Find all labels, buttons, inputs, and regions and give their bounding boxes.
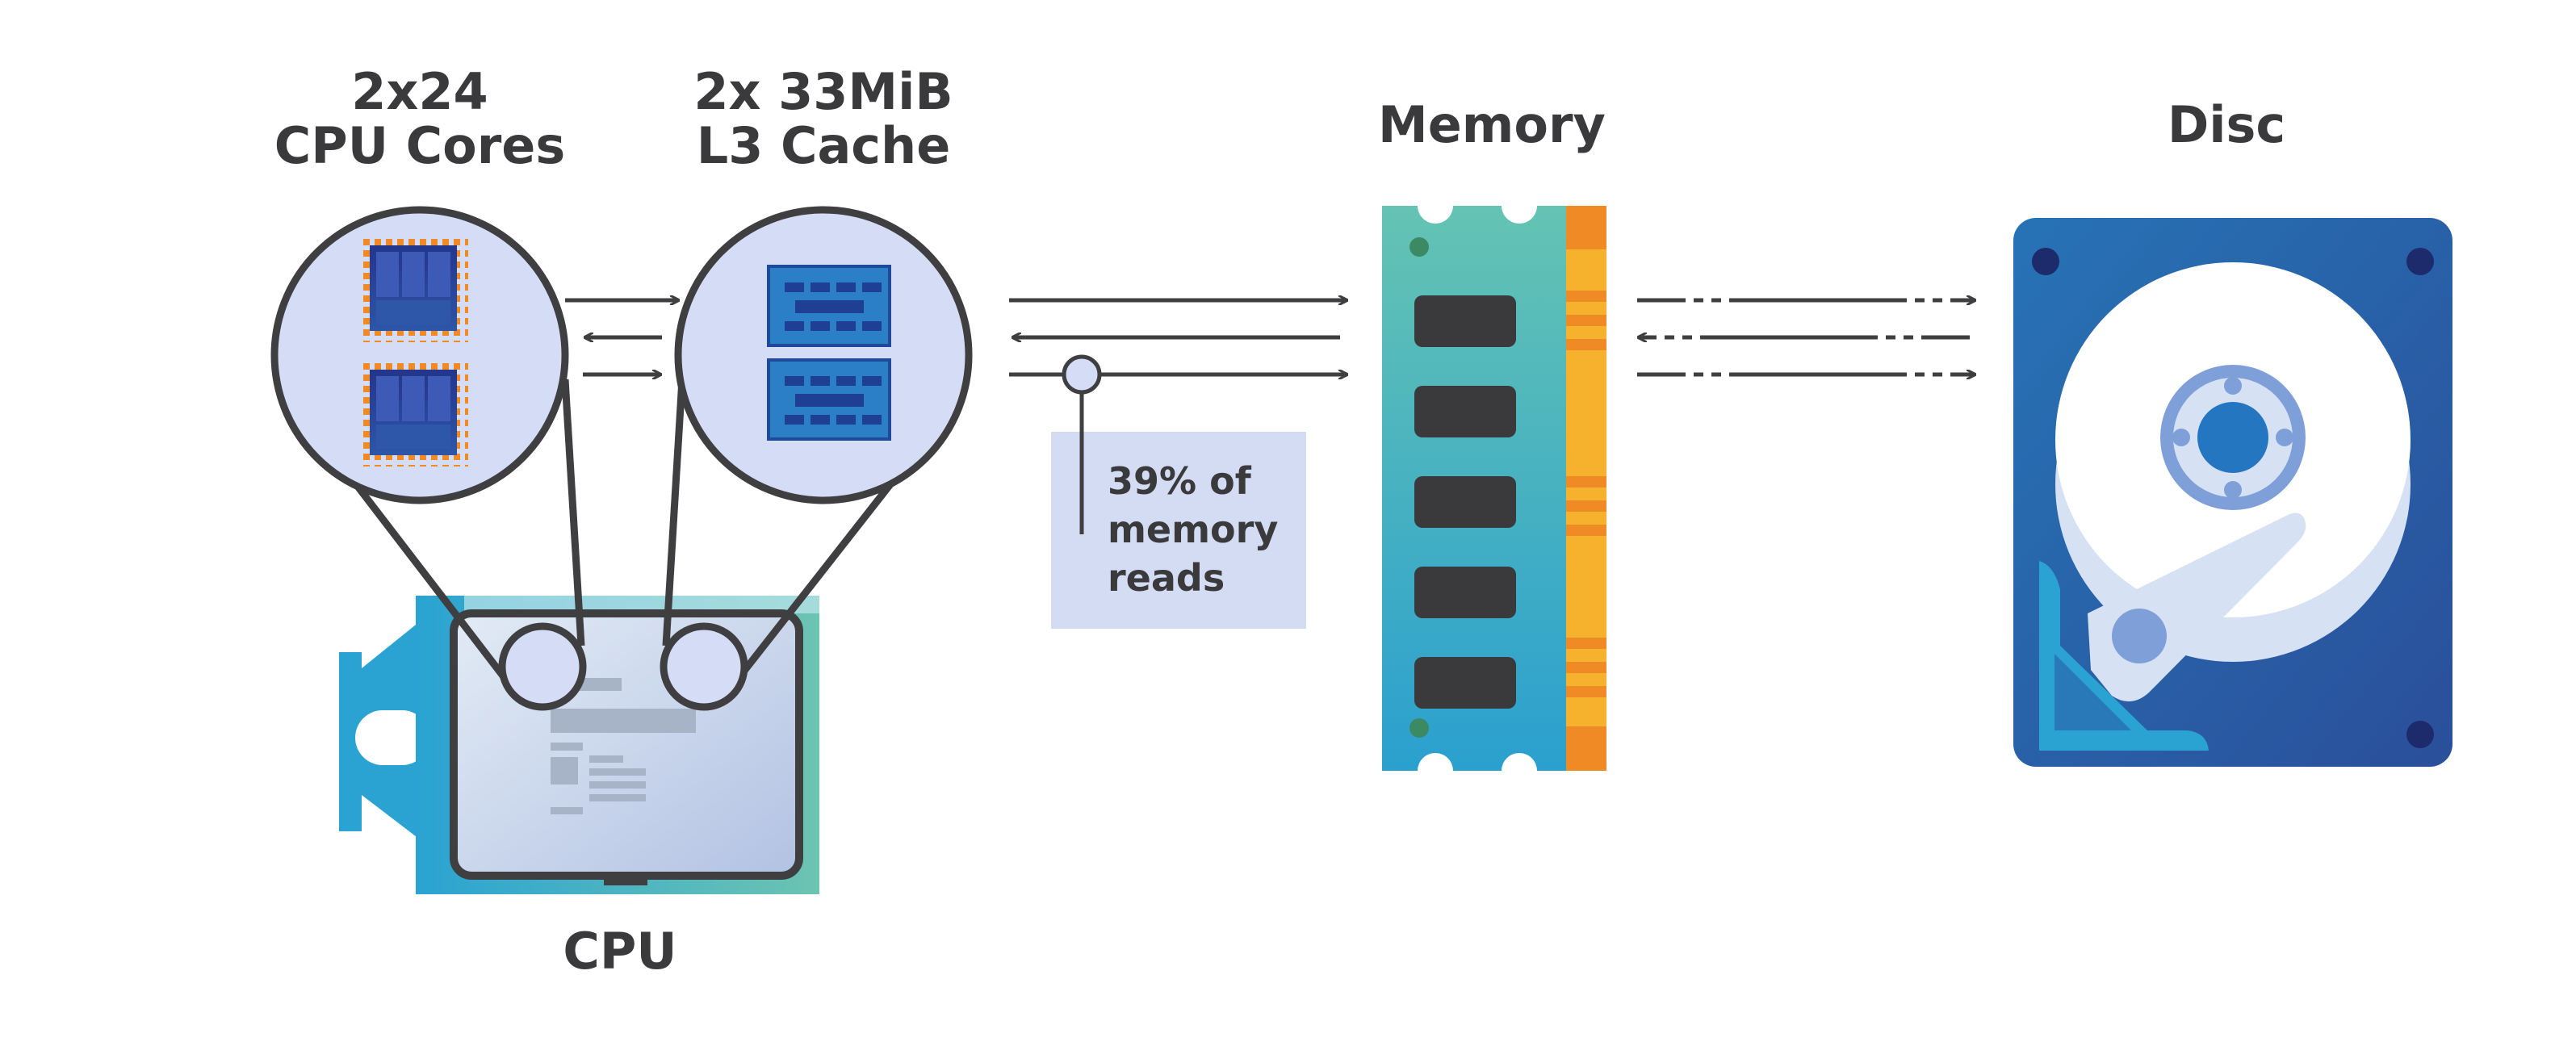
- cache-title-line1: 2x 33MiB: [693, 62, 953, 121]
- l3-cache-lens: [674, 206, 973, 504]
- l3-cache-icon: [767, 265, 891, 347]
- cpu-core-icon: [358, 362, 468, 467]
- hard-disk-icon: [2013, 218, 2452, 767]
- callout-line2: memory: [1108, 508, 1278, 551]
- cache-lens-small: [660, 622, 748, 711]
- l3-cache-icon: [767, 358, 891, 441]
- memory-disc-arrows: [1637, 300, 1975, 374]
- memory-reads-callout: 39% of memory reads: [1051, 354, 1306, 629]
- cores-title-line2: CPU Cores: [274, 116, 566, 175]
- cores-cache-arrows: [565, 300, 678, 374]
- cpu-cores-lens: [270, 206, 569, 504]
- cores-title-line1: 2x24: [351, 62, 488, 121]
- cache-title-line2: L3 Cache: [697, 116, 951, 175]
- callout-line1: 39% of: [1108, 459, 1252, 503]
- cores-lens-small: [498, 622, 587, 711]
- memory-title: Memory: [1378, 95, 1606, 154]
- callout-line3: reads: [1108, 556, 1225, 600]
- disc-title: Disc: [2168, 95, 2285, 154]
- cpu-title: CPU: [563, 922, 676, 981]
- cpu-core-icon: [358, 237, 468, 342]
- cache-memory-arrows: [1009, 300, 1347, 374]
- memory-module-icon: [1382, 188, 1606, 789]
